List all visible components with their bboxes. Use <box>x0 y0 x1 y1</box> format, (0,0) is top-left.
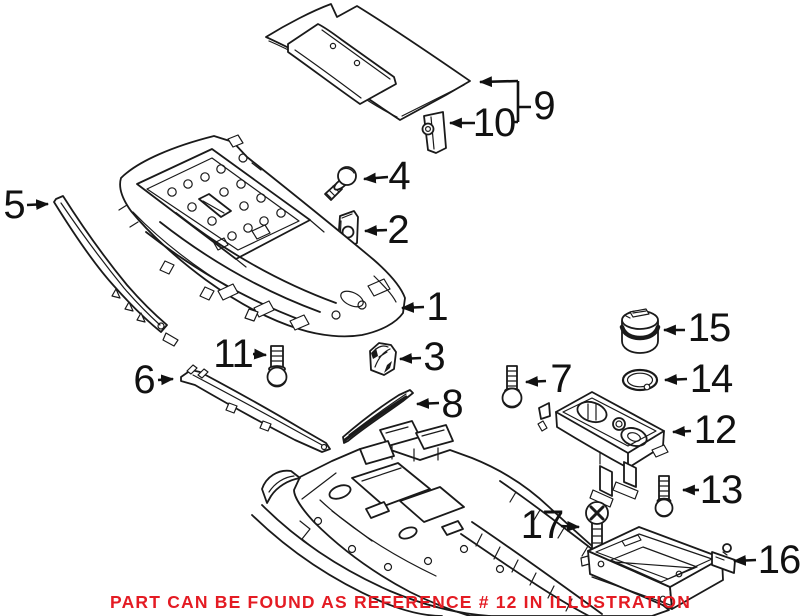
part-4-screw <box>324 166 357 201</box>
part-5-side-trim-strip <box>53 195 179 347</box>
callout-arrow-5 <box>26 199 50 210</box>
callout-2: 2 <box>387 208 409 252</box>
callout-3: 3 <box>423 335 445 379</box>
part-14-seal-ring <box>621 368 659 392</box>
callout-4: 4 <box>388 154 410 198</box>
callout-16: 16 <box>757 538 800 582</box>
callout-7: 7 <box>550 357 572 401</box>
callout-bracket-9 <box>512 81 531 124</box>
callout-12: 12 <box>693 408 737 452</box>
callout-13: 13 <box>699 468 743 512</box>
part-12-cupholder-insert <box>537 391 669 508</box>
part-7-bolt <box>501 365 523 409</box>
part-15-storage-cup <box>619 308 661 354</box>
callout-9: 9 <box>533 84 555 128</box>
callout-arrow-9 <box>478 76 519 88</box>
callout-arrow-11 <box>252 348 268 360</box>
part-10-clip <box>421 111 447 154</box>
callout-arrow-1 <box>400 302 425 313</box>
callout-11: 11 <box>213 332 254 376</box>
callout-5: 5 <box>3 183 25 227</box>
part-9-trim-bezel <box>265 3 471 121</box>
part-16-storage-tray <box>580 526 736 610</box>
callout-arrow-4 <box>362 172 389 184</box>
base-console-assembly <box>251 420 670 616</box>
callout-6: 6 <box>133 358 155 402</box>
part-8-trim-strip <box>342 389 414 444</box>
callout-8: 8 <box>441 382 463 426</box>
callout-arrow-6 <box>157 374 175 386</box>
callout-arrow-8 <box>415 398 440 409</box>
callout-leaders <box>26 76 757 566</box>
part-3-clip <box>369 342 397 376</box>
callout-arrow-17 <box>560 520 581 532</box>
callout-arrow-16 <box>732 555 757 566</box>
callout-arrow-2 <box>363 225 388 236</box>
part-11-bolt <box>266 345 288 388</box>
part-13-bolt <box>654 475 674 518</box>
callout-14: 14 <box>689 357 733 401</box>
part-6-side-trim-strip <box>180 364 331 453</box>
callout-1: 1 <box>426 285 448 329</box>
part-1-console-frame <box>118 134 406 338</box>
callout-arrow-3 <box>398 353 422 364</box>
callout-arrow-14 <box>663 374 688 385</box>
callout-arrow-12 <box>671 425 692 437</box>
callout-arrow-7 <box>524 375 547 387</box>
callout-15: 15 <box>687 306 731 350</box>
callout-17: 17 <box>520 503 564 547</box>
callout-10: 10 <box>472 101 516 145</box>
caption-text: PART CAN BE FOUND AS REFERENCE # 12 IN I… <box>110 592 692 612</box>
